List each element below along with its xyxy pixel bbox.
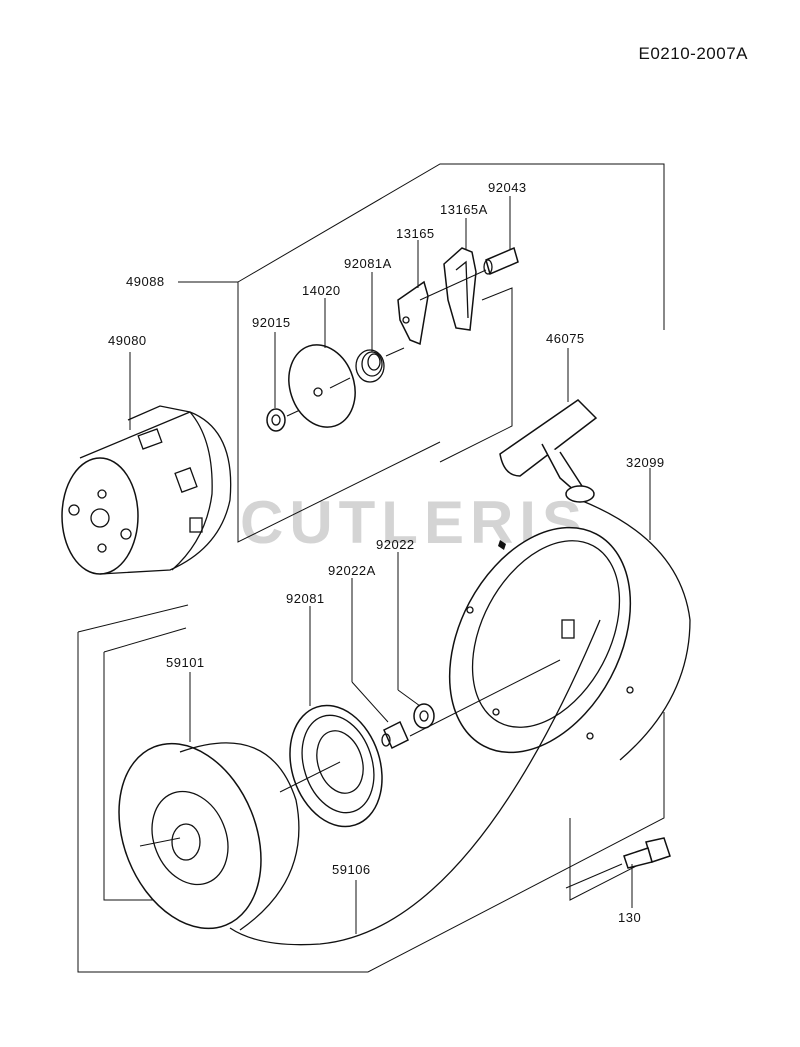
document-code: E0210-2007A	[638, 44, 748, 63]
callout-59101: 59101	[166, 655, 205, 670]
part-59106-drawing	[229, 619, 601, 946]
callout-13165A: 13165A	[440, 202, 488, 217]
part-14020-drawing	[288, 344, 356, 428]
part-92081-drawing	[279, 704, 383, 828]
part-92015-drawing	[266, 408, 301, 432]
part-92022-drawing	[413, 703, 435, 729]
part-92022A-drawing	[381, 659, 561, 750]
part-130-drawing	[565, 837, 671, 889]
callout-92081: 92081	[286, 591, 325, 606]
part-46075-drawing	[499, 399, 598, 503]
part-49080-drawing	[61, 405, 232, 575]
upper-group-frame	[178, 163, 665, 543]
part-13165-drawing	[397, 280, 429, 346]
callout-14020: 14020	[302, 283, 341, 298]
callout-59106: 59106	[332, 862, 371, 877]
part-59101-drawing	[118, 742, 300, 931]
callout-49088: 49088	[126, 274, 165, 289]
callout-92022: 92022	[376, 537, 415, 552]
callout-92043: 92043	[488, 180, 527, 195]
leader-lines	[129, 196, 651, 934]
callout-92022A: 92022A	[328, 563, 376, 578]
part-13165A-drawing	[443, 247, 477, 331]
callout-92081A: 92081A	[344, 256, 392, 271]
callout-130: 130	[618, 910, 642, 925]
callout-13165: 13165	[396, 226, 435, 241]
callout-46075: 46075	[546, 331, 585, 346]
callout-49080: 49080	[108, 333, 147, 348]
callout-32099: 32099	[626, 455, 665, 470]
part-92043-drawing	[419, 246, 519, 301]
callout-92015: 92015	[252, 315, 291, 330]
part-32099-drawing	[448, 499, 691, 761]
part-92081A-drawing	[355, 347, 405, 383]
